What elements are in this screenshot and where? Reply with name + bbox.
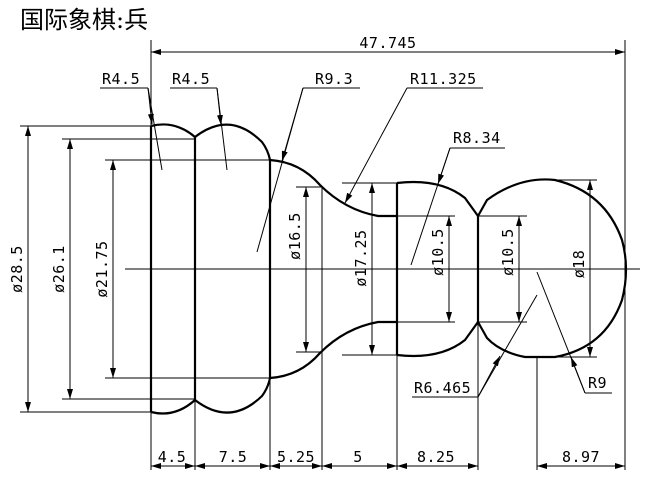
dia-18-label: ø18 [570, 250, 588, 279]
len-5-25-label: 5.25 [277, 448, 315, 466]
dia-10-5-head-label: ø10.5 [499, 228, 517, 276]
radius-r8-34-label: R8.34 [453, 129, 501, 147]
dia-16-5-label: ø16.5 [286, 212, 304, 260]
radius-r9: R9 [536, 271, 612, 394]
dia-21-75-label: ø21.75 [93, 240, 111, 297]
radius-r4-5-second: R4.5 [170, 70, 228, 171]
radius-r6-465: R6.465 [412, 294, 538, 398]
radius-r9-label: R9 [588, 374, 607, 392]
base-top-arc-2 [194, 123, 272, 161]
neck-bottom-curve [269, 320, 397, 380]
dia-10-5-collar-label: ø10.5 [429, 228, 447, 276]
overall-length-label: 47.745 [359, 34, 416, 52]
radius-r4-5-second-label: R4.5 [172, 70, 210, 88]
base-bottom-arc-2 [194, 377, 272, 414]
base-bottom-arc-1 [150, 399, 196, 415]
len-8-97-label: 8.97 [562, 448, 600, 466]
len-4-5-label: 4.5 [158, 448, 187, 466]
pawn-profile [149, 123, 628, 415]
collar-top-arc [396, 180, 479, 217]
radius-r4-5-first-label: R4.5 [102, 70, 140, 88]
len-8-25-label: 8.25 [417, 448, 455, 466]
radius-r11-325: R11.325 [344, 70, 483, 204]
head-sphere-outline [477, 178, 628, 359]
dia-26-1-label: ø26.1 [50, 245, 68, 293]
radius-r9-3-label: R9.3 [315, 70, 353, 88]
dia-28-5-label: ø28.5 [8, 245, 26, 293]
drawing-title: 国际象棋:兵 [20, 6, 148, 34]
neck-top-curve [269, 158, 397, 218]
len-7-5-label: 7.5 [219, 448, 248, 466]
radius-r11-325-label: R11.325 [410, 70, 477, 88]
radius-r4-5-first: R4.5 [100, 70, 163, 171]
radius-r6-465-label: R6.465 [414, 379, 471, 397]
base-top-arc-1 [150, 123, 196, 138]
collar-bottom-arc [396, 321, 479, 358]
radius-r9-3: R9.3 [256, 70, 360, 253]
len-5-label: 5 [353, 448, 363, 466]
radius-r8-34: R8.34 [410, 129, 505, 266]
dia-17-25-label: ø17.25 [352, 229, 370, 286]
